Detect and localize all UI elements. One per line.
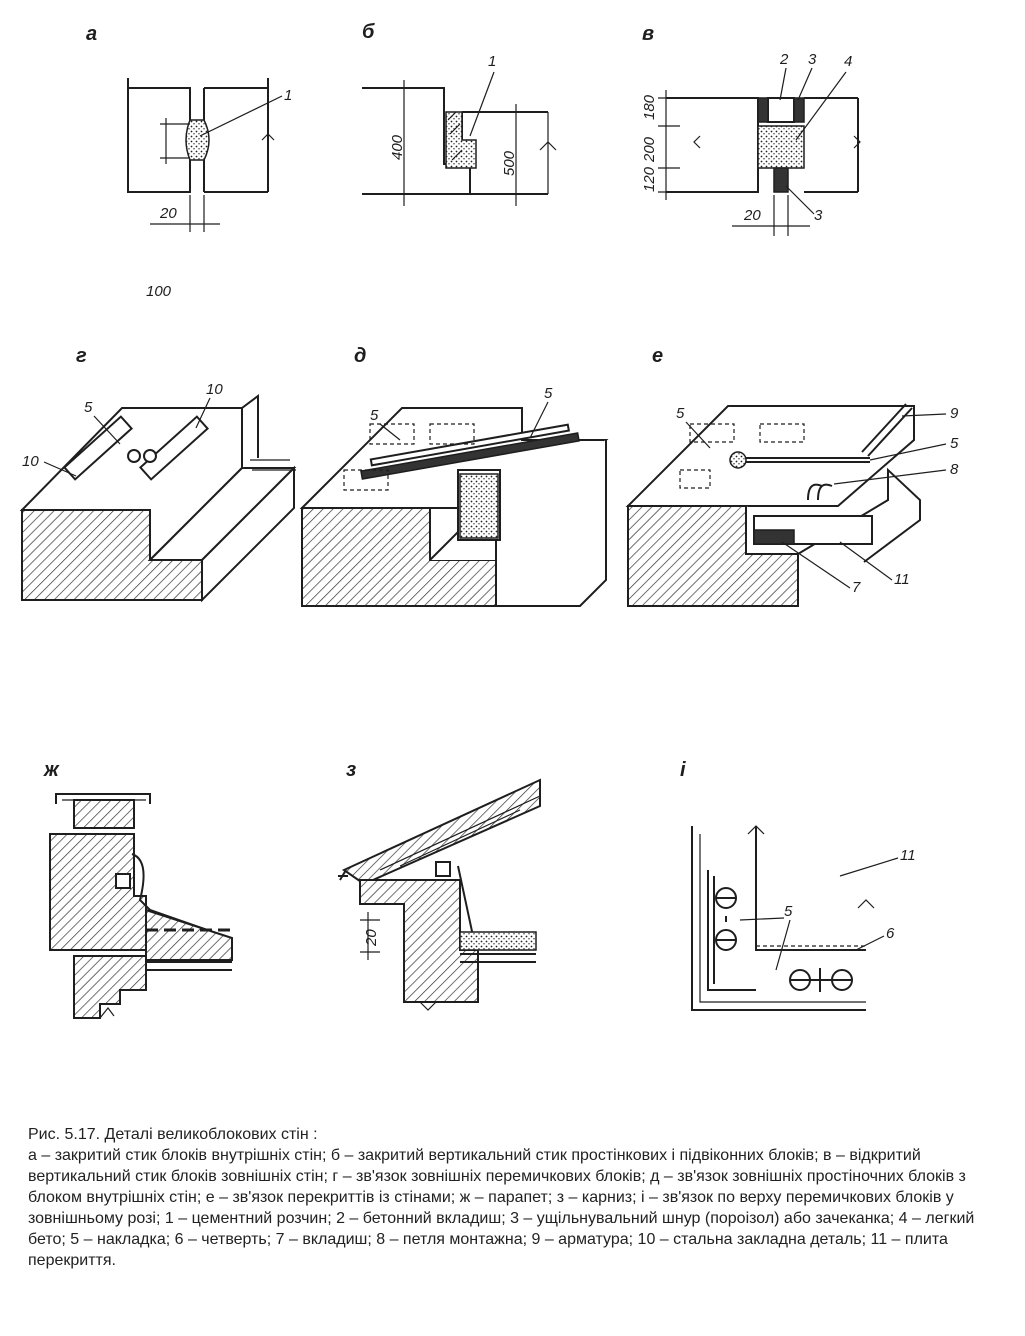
dim-v-gap: 20 bbox=[743, 207, 761, 224]
callout-i-11: 11 bbox=[900, 847, 916, 864]
label-a: а bbox=[86, 23, 97, 45]
roof-deck bbox=[341, 778, 541, 886]
callout-g-5: 5 bbox=[84, 399, 93, 416]
callout-b-1: 1 bbox=[488, 53, 496, 70]
callout-v-2: 2 bbox=[779, 51, 789, 68]
detail-i: і 11 5 6 bbox=[680, 759, 916, 1011]
sealing-cord bbox=[773, 167, 789, 193]
callout-g-10-right: 10 bbox=[206, 381, 223, 398]
sealing-cord bbox=[793, 97, 805, 123]
sealing-cord bbox=[757, 97, 769, 123]
callout-e-5-right: 5 bbox=[950, 435, 959, 452]
caption-body: а – закритий стик блоків внутрішніх стін… bbox=[28, 1147, 975, 1269]
figure-details: а 1 20 100 б 400 500 1 в bbox=[19, 21, 959, 1019]
wall-block bbox=[73, 955, 147, 1019]
label-v: в bbox=[642, 23, 654, 45]
label-g: г bbox=[76, 345, 87, 367]
interior-block bbox=[459, 473, 499, 539]
label-i: і bbox=[680, 759, 686, 781]
detail-b: б 400 500 1 bbox=[362, 21, 557, 206]
concrete-insert bbox=[767, 97, 795, 123]
label-d: д bbox=[354, 345, 366, 367]
callout-d-5-left: 5 bbox=[370, 407, 379, 424]
callout-e-5-left: 5 bbox=[676, 405, 685, 422]
steel-embed bbox=[138, 415, 210, 481]
dim-v-top: 180 bbox=[641, 94, 658, 120]
callout-e-9: 9 bbox=[950, 405, 959, 422]
floor-slab bbox=[459, 931, 537, 951]
detail-zh: ж bbox=[43, 759, 233, 1019]
callout-g-10-left: 10 bbox=[22, 453, 39, 470]
caption-title: Рис. 5.17. Деталі великоблокових стін : bbox=[28, 1126, 318, 1143]
dim-z: 20 bbox=[363, 929, 380, 947]
callout-a-1: 1 bbox=[284, 87, 292, 104]
insert bbox=[753, 529, 795, 545]
dim-b-left: 400 bbox=[389, 134, 406, 160]
callout-v-3-bottom: 3 bbox=[814, 207, 823, 224]
callout-e-11: 11 bbox=[894, 571, 910, 588]
callout-d-5-right: 5 bbox=[544, 385, 553, 402]
callout-e-7: 7 bbox=[852, 579, 861, 596]
detail-d: д 5 5 bbox=[299, 345, 609, 607]
detail-v: в 180 200 120 2 3 4 3 20 bbox=[641, 23, 861, 236]
dim-b-right: 500 bbox=[501, 150, 518, 176]
label-e: е bbox=[652, 345, 663, 367]
label-zh: ж bbox=[43, 759, 60, 781]
label-b: б bbox=[362, 21, 375, 43]
detail-g: г 5 10 10 bbox=[19, 345, 297, 603]
mortar-joint bbox=[445, 111, 477, 169]
light-concrete bbox=[757, 125, 805, 169]
dim-a-gap: 20 bbox=[159, 205, 177, 222]
mortar-joint bbox=[185, 119, 210, 161]
callout-i-5: 5 bbox=[784, 903, 793, 920]
figure-caption: Рис. 5.17. Деталі великоблокових стін : … bbox=[28, 1124, 988, 1271]
callout-e-8: 8 bbox=[950, 461, 959, 478]
detail-z: з 20 bbox=[338, 759, 541, 1011]
wall-block bbox=[49, 833, 147, 951]
roof-insulation bbox=[145, 908, 233, 961]
callout-v-4: 4 bbox=[844, 53, 852, 70]
parapet-block bbox=[73, 799, 135, 829]
callout-v-3-top: 3 bbox=[808, 51, 817, 68]
dim-v-bottom: 120 bbox=[641, 166, 658, 192]
detail-a: а 1 20 bbox=[86, 23, 292, 232]
detail-e: е 5 9 5 8 7 11 bbox=[625, 345, 959, 607]
cornice-block bbox=[359, 879, 479, 1003]
label-z: з bbox=[346, 759, 356, 781]
dim-v-mid: 200 bbox=[641, 136, 658, 163]
callout-i-6: 6 bbox=[886, 925, 895, 942]
stray-dim: 100 bbox=[146, 283, 172, 300]
overlay-plate bbox=[360, 432, 580, 480]
